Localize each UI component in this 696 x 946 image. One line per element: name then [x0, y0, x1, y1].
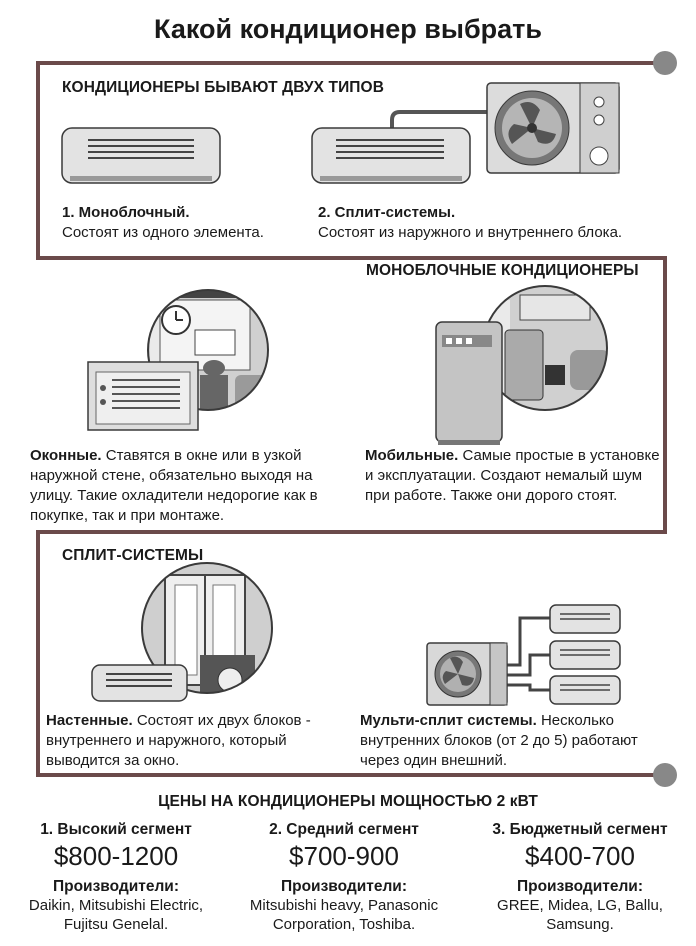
- wall-split-desc: Состоят их двух блоков - внутреннего и н…: [46, 712, 311, 769]
- monoblock-header: МОНОБЛОЧНЫЕ КОНДИЦИОНЕРЫ: [366, 262, 639, 279]
- wall-split-illustration: [91, 562, 273, 702]
- window-ac-text: Оконные. Ставятся в окне или в узкой нар…: [30, 446, 350, 526]
- split-type-desc: Состоят из наружного и внутреннего блока…: [318, 224, 623, 241]
- segment-makers: Daikin, Mitsubishi Electric, Fujitsu Gen…: [28, 897, 204, 933]
- segment-name: 2. Средний сегмент: [269, 821, 419, 838]
- window-ac-name: Оконные.: [30, 447, 102, 464]
- segment-price: $400-700: [525, 841, 635, 871]
- price-segment-high: 1. Высокий сегмент $800-1200 Производите…: [0, 821, 232, 934]
- segment-makers: Mitsubishi heavy, Panasonic Corporation,…: [249, 897, 439, 933]
- makers-label: Производители:: [516, 878, 643, 895]
- mono-type-name: 1. Моноблочный.: [62, 204, 190, 221]
- frame-dot-bottom: [653, 763, 677, 787]
- mobile-ac-name: Мобильные.: [365, 447, 459, 464]
- monoblock-unit-illustration: [61, 127, 221, 184]
- makers-label: Производители:: [52, 878, 179, 895]
- frame-dot-top: [653, 51, 677, 75]
- mobile-ac-illustration: [435, 285, 608, 445]
- segment-makers: GREE, Midea, LG, Ballu, Samsung.: [497, 897, 663, 933]
- price-segment-budget: 3. Бюджетный сегмент $400-700 Производит…: [464, 821, 696, 934]
- mono-type-text: 1. Моноблочный. Состоят из одного элемен…: [62, 203, 312, 243]
- multi-split-name: Мульти-сплит системы.: [360, 712, 537, 729]
- split-type-text: 2. Сплит-системы. Состоят из наружного и…: [318, 203, 658, 243]
- segment-price: $800-1200: [53, 841, 179, 871]
- frame-line: [36, 61, 667, 777]
- makers-label: Производители:: [280, 878, 407, 895]
- wall-split-text: Настенные. Состоят их двух блоков - внут…: [46, 711, 346, 771]
- price-segment-mid: 2. Средний сегмент $700-900 Производител…: [228, 821, 460, 934]
- multi-split-illustration: [426, 604, 621, 706]
- wall-split-name: Настенные.: [46, 712, 133, 729]
- split-type-name: 2. Сплит-системы.: [318, 204, 456, 221]
- prices-header: ЦЕНЫ НА КОНДИЦИОНЕРЫ МОЩНОСТЬЮ 2 кВТ: [158, 793, 538, 810]
- window-ac-illustration: [87, 289, 269, 431]
- split-systems-header: СПЛИТ-СИСТЕМЫ: [62, 547, 204, 564]
- multi-split-desc: Несколько внутренних блоков (от 2 до 5) …: [360, 712, 638, 769]
- segment-price: $700-900: [289, 841, 399, 871]
- split-system-illustration: [311, 82, 620, 184]
- segment-name: 3. Бюджетный сегмент: [492, 821, 668, 838]
- mobile-ac-text: Мобильные. Самые простые в установке и э…: [365, 446, 665, 506]
- mobile-ac-desc: Самые простые в установке и эксплуатации…: [365, 447, 660, 504]
- types-header: КОНДИЦИОНЕРЫ БЫВАЮТ ДВУХ ТИПОВ: [62, 79, 384, 96]
- window-ac-desc: Ставятся в окне или в узкой наружной сте…: [30, 447, 318, 524]
- mono-type-desc: Состоят из одного элемента.: [62, 224, 264, 241]
- segment-name: 1. Высокий сегмент: [40, 821, 192, 838]
- page-title: Какой кондиционер выбрать: [154, 14, 542, 44]
- multi-split-text: Мульти-сплит системы. Несколько внутренн…: [360, 711, 650, 771]
